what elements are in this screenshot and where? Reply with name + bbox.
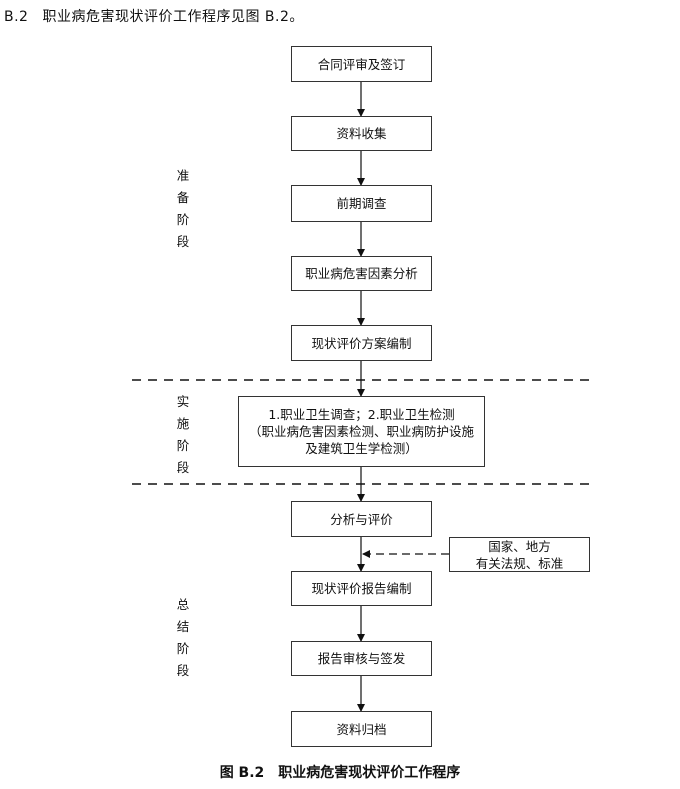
step-hazard-analysis: 职业病危害因素分析 bbox=[291, 256, 432, 291]
section-number: B.2 bbox=[4, 9, 29, 25]
stage-char: 结 bbox=[176, 619, 190, 634]
stage-char: 阶 bbox=[176, 212, 190, 227]
stage-char: 段 bbox=[176, 234, 190, 249]
regulation-line1: 国家、地方 bbox=[488, 538, 551, 554]
step-label: 资料归档 bbox=[336, 721, 387, 737]
stage-label-preparation: 准 备 阶 段 bbox=[175, 165, 191, 253]
step-label: 职业病危害因素分析 bbox=[305, 266, 418, 281]
step-label: 前期调查 bbox=[336, 196, 387, 211]
step-label-line3: 及建筑卫生学检测） bbox=[305, 441, 418, 456]
section-text: 职业病危害现状评价工作程序见图 B.2。 bbox=[42, 9, 304, 25]
regulation-box: 国家、地方 有关法规、标准 bbox=[449, 537, 590, 572]
regulation-line2: 有关法规、标准 bbox=[475, 555, 564, 571]
step-label: 合同评审及签订 bbox=[317, 56, 406, 72]
step-label: 分析与评价 bbox=[330, 511, 393, 527]
stage-char: 阶 bbox=[176, 438, 190, 453]
step-preliminary-survey: 前期调查 bbox=[291, 185, 432, 222]
step-analysis-evaluation: 分析与评价 bbox=[291, 501, 432, 537]
figure-title: 职业病危害现状评价工作程序 bbox=[278, 765, 461, 781]
figure-number: 图 B.2 bbox=[219, 765, 265, 781]
step-report-review: 报告审核与签发 bbox=[291, 641, 432, 676]
figure-caption: 图 B.2 职业病危害现状评价工作程序 bbox=[0, 762, 680, 782]
step-assessment-plan: 现状评价方案编制 bbox=[291, 325, 432, 361]
step-archiving: 资料归档 bbox=[291, 711, 432, 747]
section-heading: B.2 职业病危害现状评价工作程序见图 B.2。 bbox=[4, 6, 304, 26]
stage-char: 备 bbox=[176, 190, 190, 205]
stage-char: 准 bbox=[176, 168, 190, 183]
stage-label-summary: 总 结 阶 段 bbox=[175, 594, 191, 682]
stage-label-implementation: 实 施 阶 段 bbox=[175, 391, 191, 479]
stage-char: 实 bbox=[176, 394, 190, 409]
step-label-line2: （职业病危害因素检测、职业病防护设施 bbox=[248, 424, 474, 439]
stage-char: 总 bbox=[176, 597, 190, 612]
stage-char: 施 bbox=[176, 416, 190, 431]
step-label-line1: 1.职业卫生调查；2.职业卫生检测 bbox=[268, 407, 455, 422]
step-contract-review: 合同评审及签订 bbox=[291, 46, 432, 82]
step-label: 现状评价方案编制 bbox=[311, 335, 412, 351]
step-label: 报告审核与签发 bbox=[317, 651, 406, 666]
step-report-preparation: 现状评价报告编制 bbox=[291, 571, 432, 606]
step-label: 现状评价报告编制 bbox=[311, 581, 412, 596]
step-data-collection: 资料收集 bbox=[291, 116, 432, 151]
step-label: 资料收集 bbox=[336, 126, 387, 141]
step-implementation: 1.职业卫生调查；2.职业卫生检测 （职业病危害因素检测、职业病防护设施 及建筑… bbox=[238, 396, 485, 467]
stage-char: 段 bbox=[176, 663, 190, 678]
stage-char: 阶 bbox=[176, 641, 190, 656]
stage-char: 段 bbox=[176, 460, 190, 475]
